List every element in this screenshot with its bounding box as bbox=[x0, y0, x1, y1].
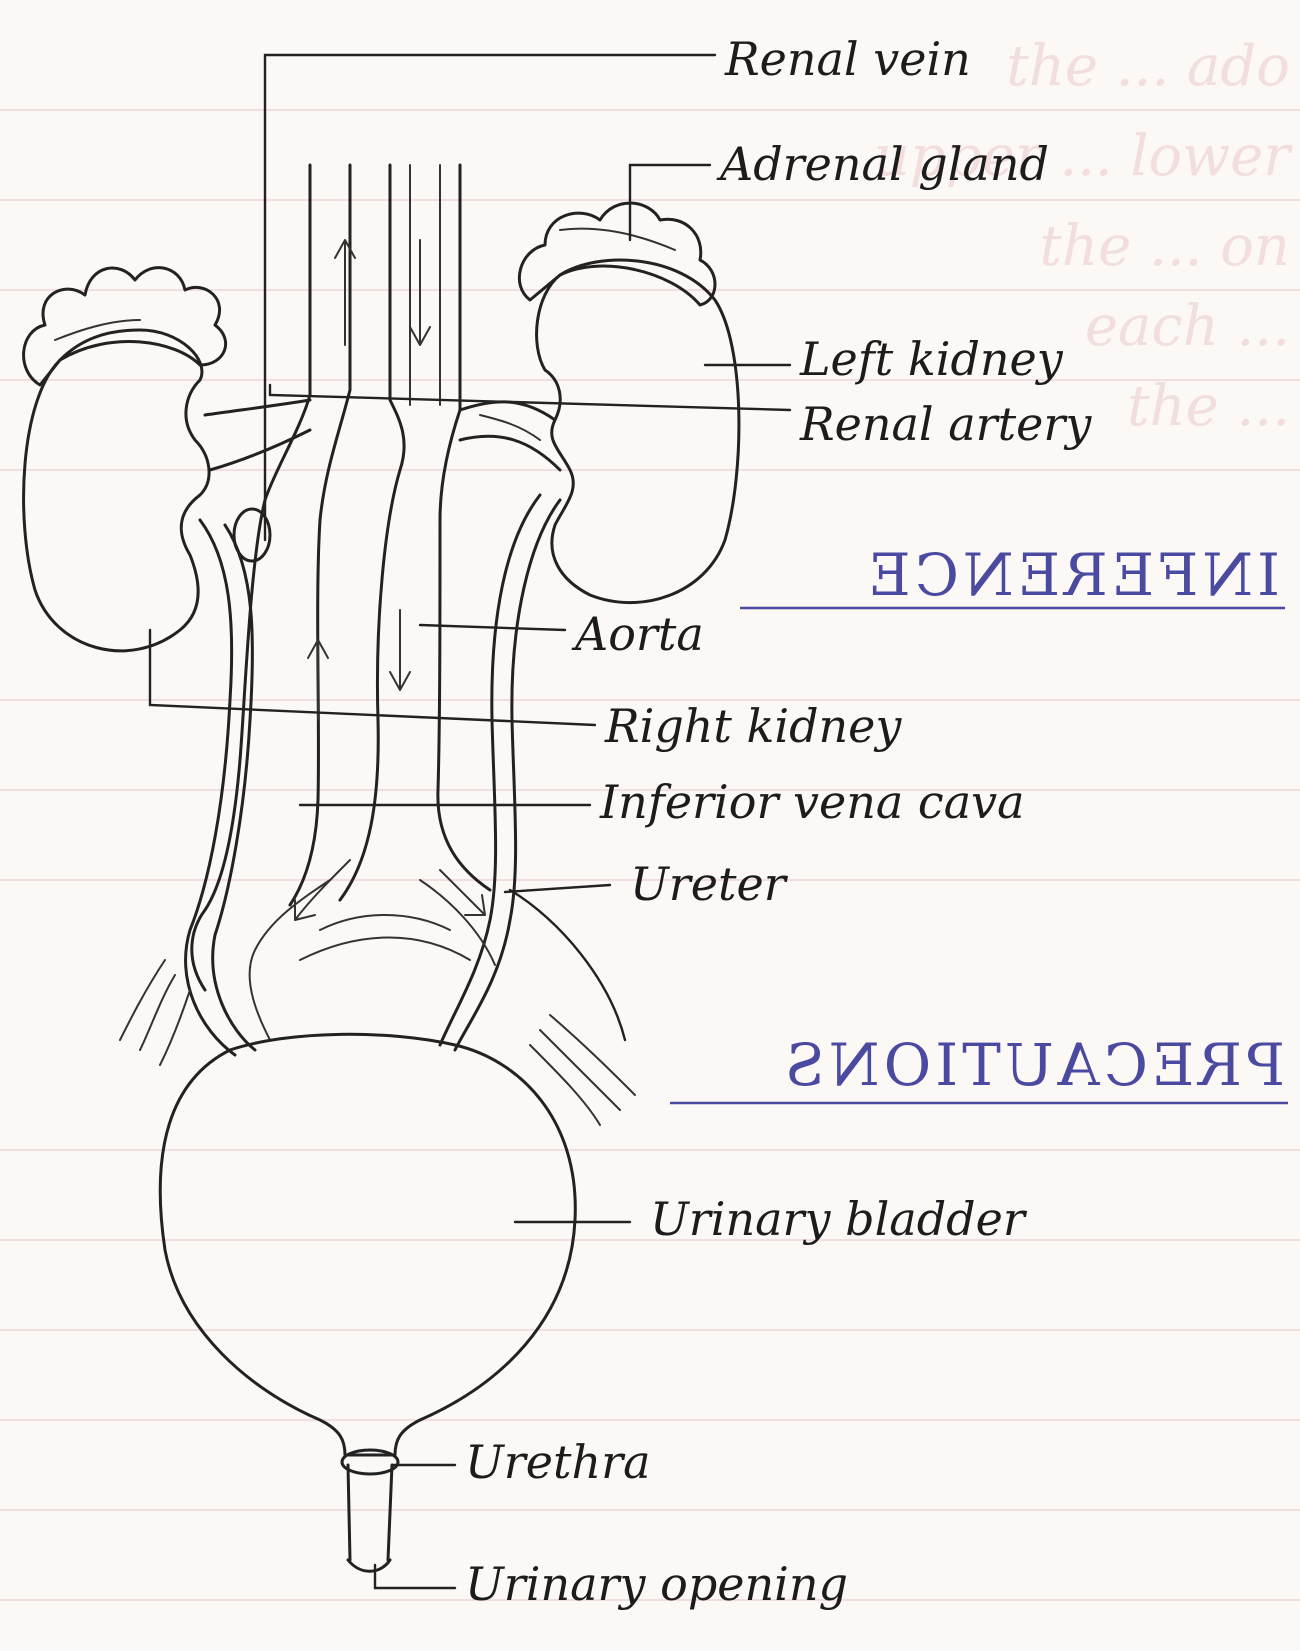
label-urinary-opening: Urinary opening bbox=[465, 1557, 848, 1611]
heading-inference: INFERENCE bbox=[740, 541, 1285, 609]
label-renal-artery: Renal artery bbox=[799, 397, 1092, 451]
bleed-through-text: the ... on bbox=[1040, 214, 1291, 279]
label-left-kidney: Left kidney bbox=[799, 332, 1064, 386]
heading-precautions: PRECAUTIONS bbox=[670, 1031, 1288, 1103]
inferior-vena-cava bbox=[192, 165, 350, 990]
label-renal-vein: Renal vein bbox=[724, 32, 971, 86]
label-adrenal-gland: Adrenal gland bbox=[716, 137, 1049, 191]
label-urethra: Urethra bbox=[465, 1435, 651, 1489]
label-inferior-vena-cava: Inferior vena cava bbox=[599, 775, 1025, 829]
label-aorta: Aorta bbox=[571, 607, 704, 661]
urinary-bladder bbox=[160, 1034, 575, 1455]
label-right-kidney: Right kidney bbox=[604, 699, 902, 753]
ureters bbox=[186, 495, 560, 1055]
bleed-through-text: the ... bbox=[1127, 374, 1290, 439]
label-urinary-bladder: Urinary bladder bbox=[650, 1192, 1028, 1246]
iliac-vessels bbox=[120, 880, 635, 1125]
left-kidney bbox=[537, 260, 739, 603]
labels: Renal vein Adrenal gland Left kidney Ren… bbox=[465, 32, 1092, 1611]
bleed-through-text: the ... ado bbox=[1006, 34, 1290, 99]
right-kidney bbox=[24, 330, 209, 651]
bleed-through-text: each ... bbox=[1085, 294, 1290, 359]
label-ureter: Ureter bbox=[630, 857, 789, 911]
heading-inference-text: INFERENCE bbox=[864, 541, 1280, 609]
heading-precautions-text: PRECAUTIONS bbox=[781, 1031, 1285, 1099]
right-adrenal-gland bbox=[24, 268, 226, 385]
